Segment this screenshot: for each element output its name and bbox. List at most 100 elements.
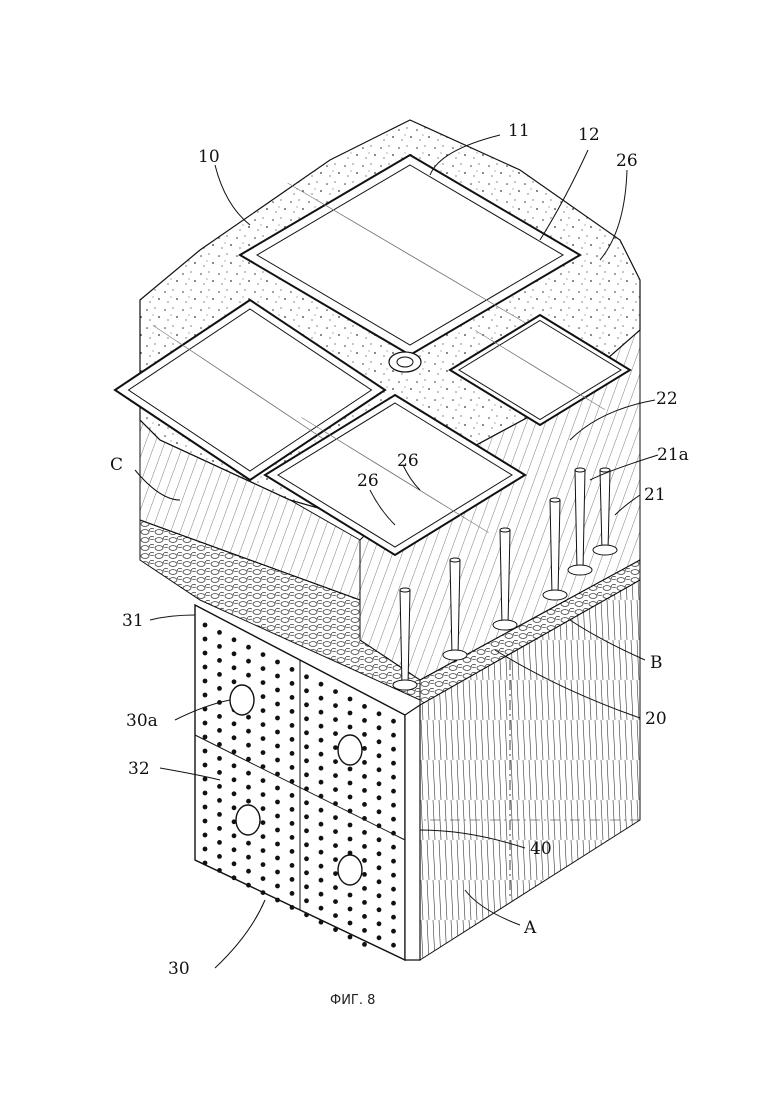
perforation <box>391 789 396 794</box>
perforation <box>275 884 280 889</box>
perforation <box>232 665 237 670</box>
perforation <box>232 735 237 740</box>
perforation <box>304 772 309 777</box>
perforation <box>290 709 295 714</box>
perforation <box>333 731 338 736</box>
perforation <box>203 637 208 642</box>
perforation <box>304 786 309 791</box>
perforation <box>304 758 309 763</box>
perforation <box>319 906 324 911</box>
perforation <box>232 805 237 810</box>
perforation <box>391 761 396 766</box>
perforation <box>261 834 266 839</box>
perforation <box>246 799 251 804</box>
perforation <box>217 728 222 733</box>
perforation <box>217 714 222 719</box>
perforation <box>391 901 396 906</box>
perforation <box>319 724 324 729</box>
perforation <box>275 828 280 833</box>
perforation <box>290 863 295 868</box>
perforation <box>333 829 338 834</box>
perforation <box>391 845 396 850</box>
perforation <box>275 800 280 805</box>
perforation <box>348 781 353 786</box>
perforation <box>333 843 338 848</box>
perforation <box>232 763 237 768</box>
perforation <box>246 869 251 874</box>
perforation <box>333 913 338 918</box>
perforation <box>319 794 324 799</box>
perforation <box>377 879 382 884</box>
perforation <box>304 842 309 847</box>
perforation <box>232 833 237 838</box>
perforation <box>333 773 338 778</box>
perforation <box>319 752 324 757</box>
perforation <box>348 711 353 716</box>
perforation <box>333 885 338 890</box>
perforation <box>377 893 382 898</box>
perforation <box>203 735 208 740</box>
perforation <box>377 753 382 758</box>
label-22: 22 <box>656 389 678 409</box>
perforation <box>333 815 338 820</box>
perforation <box>377 767 382 772</box>
perforation <box>203 651 208 656</box>
perforation <box>319 808 324 813</box>
perforation <box>290 667 295 672</box>
perforation <box>304 884 309 889</box>
perforation <box>217 756 222 761</box>
perforation <box>275 772 280 777</box>
perforation <box>217 854 222 859</box>
perforation <box>246 729 251 734</box>
label-21: 21 <box>644 485 666 505</box>
label-11: 11 <box>508 121 530 141</box>
perforation <box>304 870 309 875</box>
perforation <box>362 928 367 933</box>
perforation <box>304 912 309 917</box>
perforation <box>246 883 251 888</box>
perforation <box>217 630 222 635</box>
perforation <box>333 801 338 806</box>
perforation <box>290 849 295 854</box>
perforation <box>217 784 222 789</box>
perforation <box>377 935 382 940</box>
panel-opening <box>338 735 362 765</box>
perforation <box>203 721 208 726</box>
perforation <box>261 764 266 769</box>
perforation <box>232 651 237 656</box>
perforation <box>319 696 324 701</box>
perforation <box>290 765 295 770</box>
perforation <box>232 777 237 782</box>
perforation <box>362 830 367 835</box>
perforation <box>290 779 295 784</box>
perforation <box>261 876 266 881</box>
label-32: 32 <box>128 759 150 779</box>
perforation <box>261 694 266 699</box>
perforation <box>362 704 367 709</box>
perforation <box>319 822 324 827</box>
perforation <box>377 823 382 828</box>
perforation <box>246 715 251 720</box>
perforation <box>333 857 338 862</box>
perforation <box>290 751 295 756</box>
perforation <box>275 856 280 861</box>
perforation <box>377 809 382 814</box>
perforation <box>348 697 353 702</box>
perforation <box>304 898 309 903</box>
label-26: 26 <box>616 151 638 171</box>
perforation <box>377 865 382 870</box>
perforation <box>290 835 295 840</box>
perforation <box>246 841 251 846</box>
perforation <box>319 682 324 687</box>
panel-opening <box>338 855 362 885</box>
perforation <box>290 737 295 742</box>
perforation <box>232 791 237 796</box>
label-31: 31 <box>122 611 144 631</box>
perforation <box>275 744 280 749</box>
perforation <box>362 858 367 863</box>
perforation <box>232 721 237 726</box>
perforation <box>261 666 266 671</box>
perforation <box>348 907 353 912</box>
perforation <box>391 831 396 836</box>
perforation <box>290 807 295 812</box>
